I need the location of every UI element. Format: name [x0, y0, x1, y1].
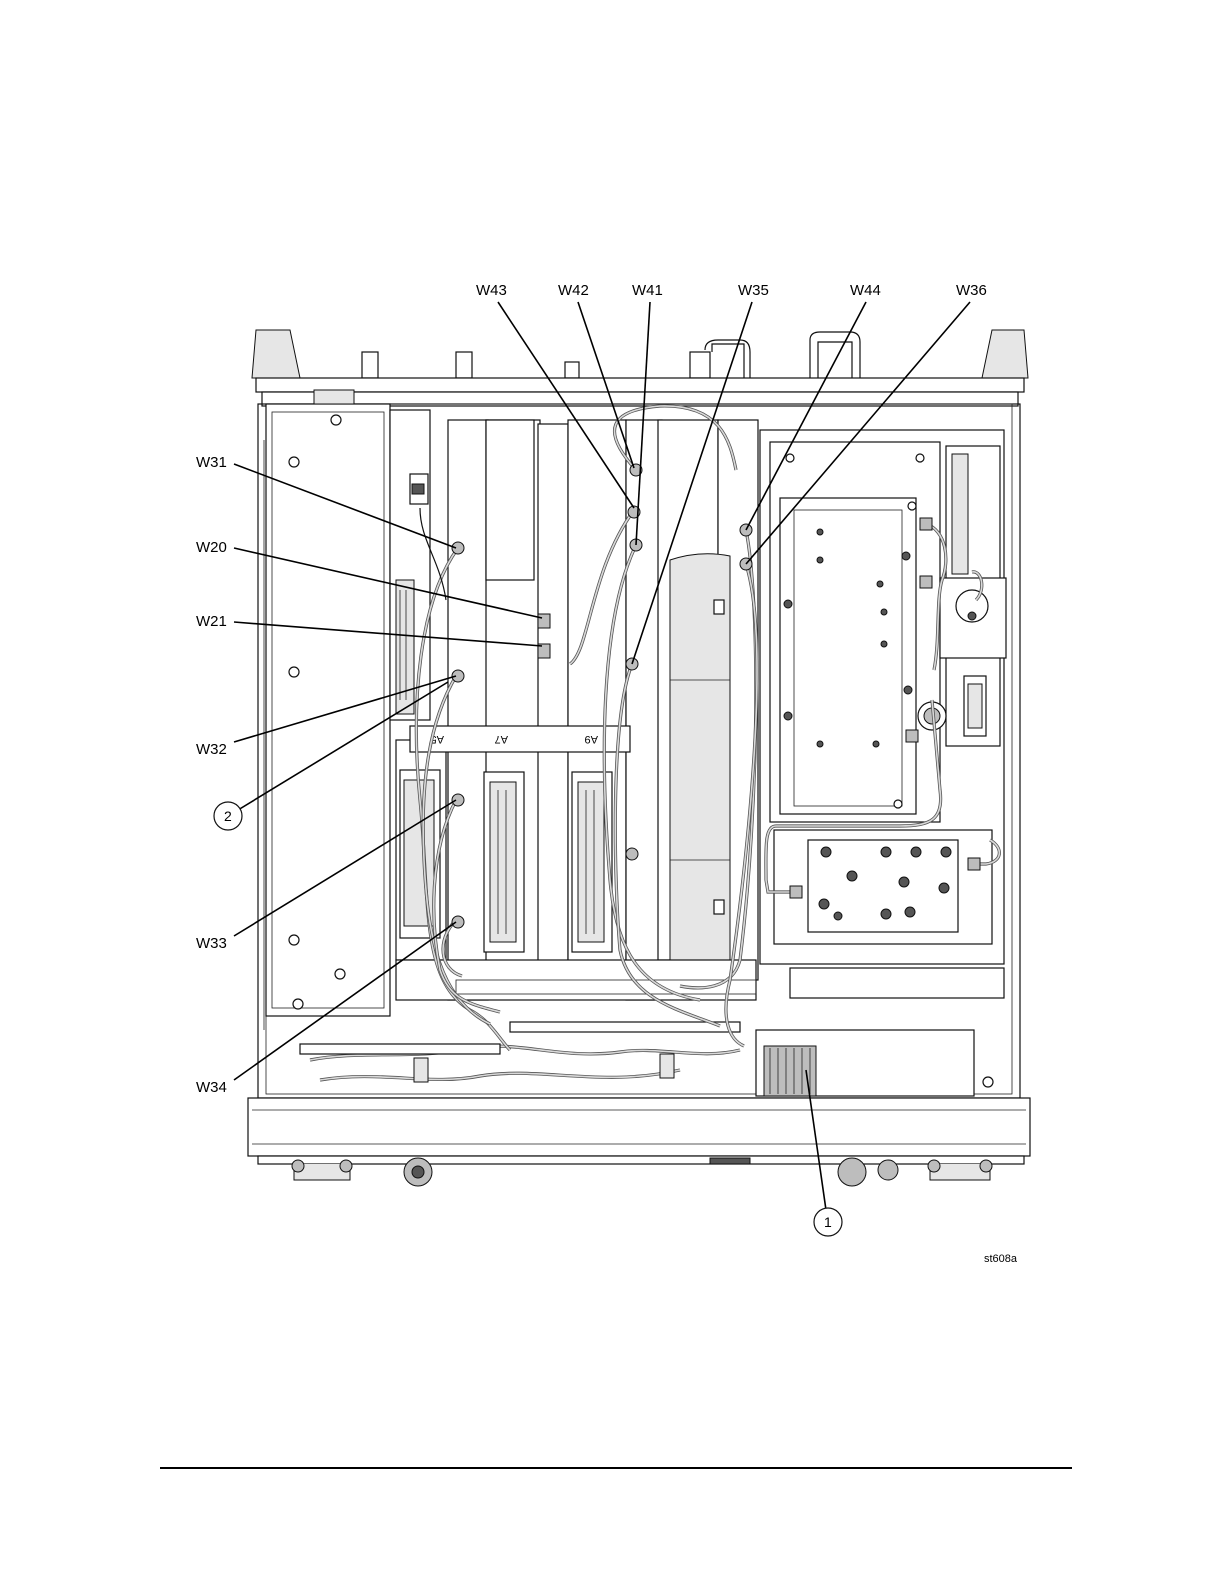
- label-w35: W35: [738, 282, 769, 299]
- callout-2-number: 2: [224, 808, 232, 824]
- callout-1: 1: [814, 1208, 842, 1236]
- callout-2: 2: [214, 802, 242, 830]
- label-w33: W33: [196, 935, 227, 952]
- label-w34: W34: [196, 1079, 227, 1096]
- label-w43: W43: [476, 282, 507, 299]
- label-w32: W32: [196, 741, 227, 758]
- bottom-harness: [300, 1022, 740, 1082]
- footer-rule: [160, 1467, 1072, 1469]
- label-w21: W21: [196, 613, 227, 630]
- figure-id: st608a: [984, 1253, 1018, 1265]
- label-w31: W31: [196, 454, 227, 471]
- slot-label-a9: A9: [585, 733, 598, 745]
- power-supply: [264, 390, 390, 1030]
- right-modules: [756, 430, 1006, 1096]
- label-w41: W41: [632, 282, 663, 299]
- callout-1-number: 1: [824, 1214, 832, 1230]
- label-w20: W20: [196, 539, 227, 556]
- card-cage: A5 A7 A9: [390, 410, 758, 1000]
- label-w44: W44: [850, 282, 881, 299]
- label-w42: W42: [558, 282, 589, 299]
- label-w36: W36: [956, 282, 987, 299]
- slot-label-a7: A7: [495, 733, 508, 745]
